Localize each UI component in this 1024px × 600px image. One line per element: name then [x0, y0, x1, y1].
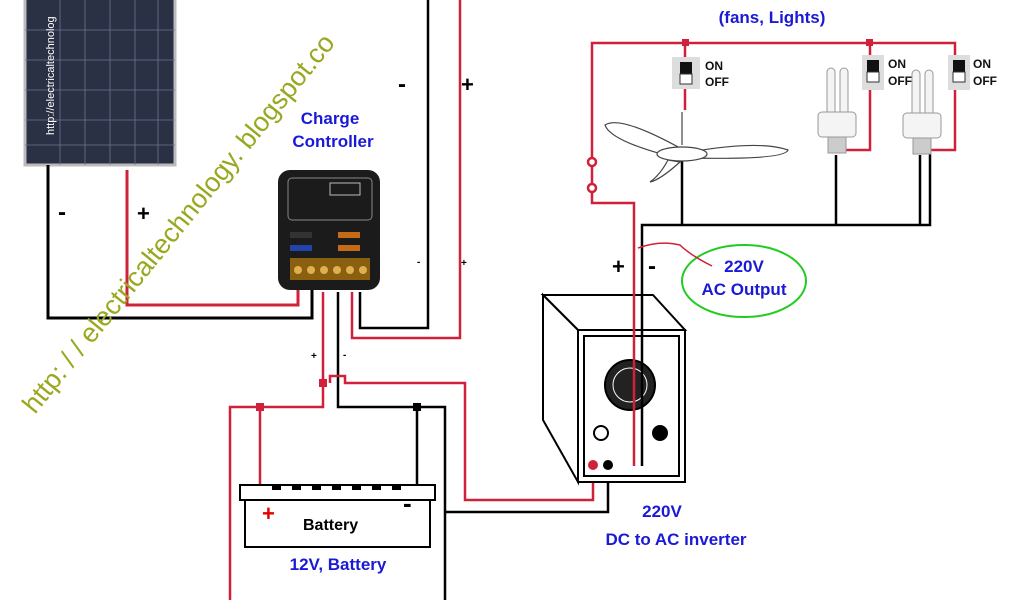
battery-caption: 12V, Battery — [290, 555, 387, 574]
cfl-lamp-1 — [817, 67, 857, 154]
polarity-marks: - + - + - + + - + - — [58, 71, 656, 362]
charge-controller — [278, 170, 380, 290]
controller-load-minus: - — [417, 257, 420, 268]
controller-load-plus: + — [461, 258, 467, 269]
load-minus: - — [398, 71, 406, 98]
battery-wires — [228, 292, 610, 600]
charge-controller-label-1: Charge — [301, 109, 360, 128]
ac-output-arrow — [637, 242, 713, 267]
solar-panel: http://electricaltechnolog — [23, 0, 177, 167]
ac-output-label-2: AC Output — [702, 280, 787, 299]
ac-plus: + — [612, 254, 625, 279]
ac-wires — [586, 39, 957, 466]
panel-plus: + — [137, 201, 150, 226]
ac-output-label-1: 220V — [724, 257, 764, 276]
ceiling-fan — [604, 112, 789, 183]
panel-minus: - — [58, 199, 66, 226]
lamp2-switch — [948, 55, 970, 90]
load-output-wires — [350, 0, 462, 340]
blue-labels: (fans, Lights) Charge Controller 220V AC… — [290, 8, 826, 574]
switch-off-label: OFF — [973, 74, 997, 88]
loads-label: (fans, Lights) — [719, 8, 826, 27]
battery-plus: + — [262, 501, 275, 526]
cfl-lamp-2 — [902, 69, 942, 155]
ac-minus: - — [648, 253, 656, 280]
controller-batt-plus: + — [311, 351, 317, 362]
battery: + - Battery — [239, 484, 436, 548]
battery-minus: - — [403, 488, 412, 518]
panel-wires — [46, 165, 314, 320]
charge-controller-label-2: Controller — [292, 132, 374, 151]
inverter-label-2: DC to AC inverter — [605, 530, 746, 549]
switch-on-label: ON — [973, 57, 991, 71]
inverter-label-1: 220V — [642, 502, 682, 521]
ac-output-ellipse — [681, 244, 807, 318]
inverter — [540, 292, 688, 486]
battery-body-label: Battery — [303, 517, 358, 534]
switch-on-label: ON — [888, 57, 906, 71]
switch-off-label: OFF — [888, 74, 912, 88]
switch-labels: ON OFF ON OFF ON OFF — [705, 57, 997, 89]
panel-watermark: http://electricaltechnolog — [45, 16, 57, 135]
fan-switch — [672, 57, 700, 89]
lamp1-switch — [862, 55, 884, 90]
load-plus: + — [461, 72, 474, 97]
switch-on-label: ON — [705, 59, 723, 73]
switch-off-label: OFF — [705, 75, 729, 89]
controller-batt-minus: - — [343, 350, 346, 361]
